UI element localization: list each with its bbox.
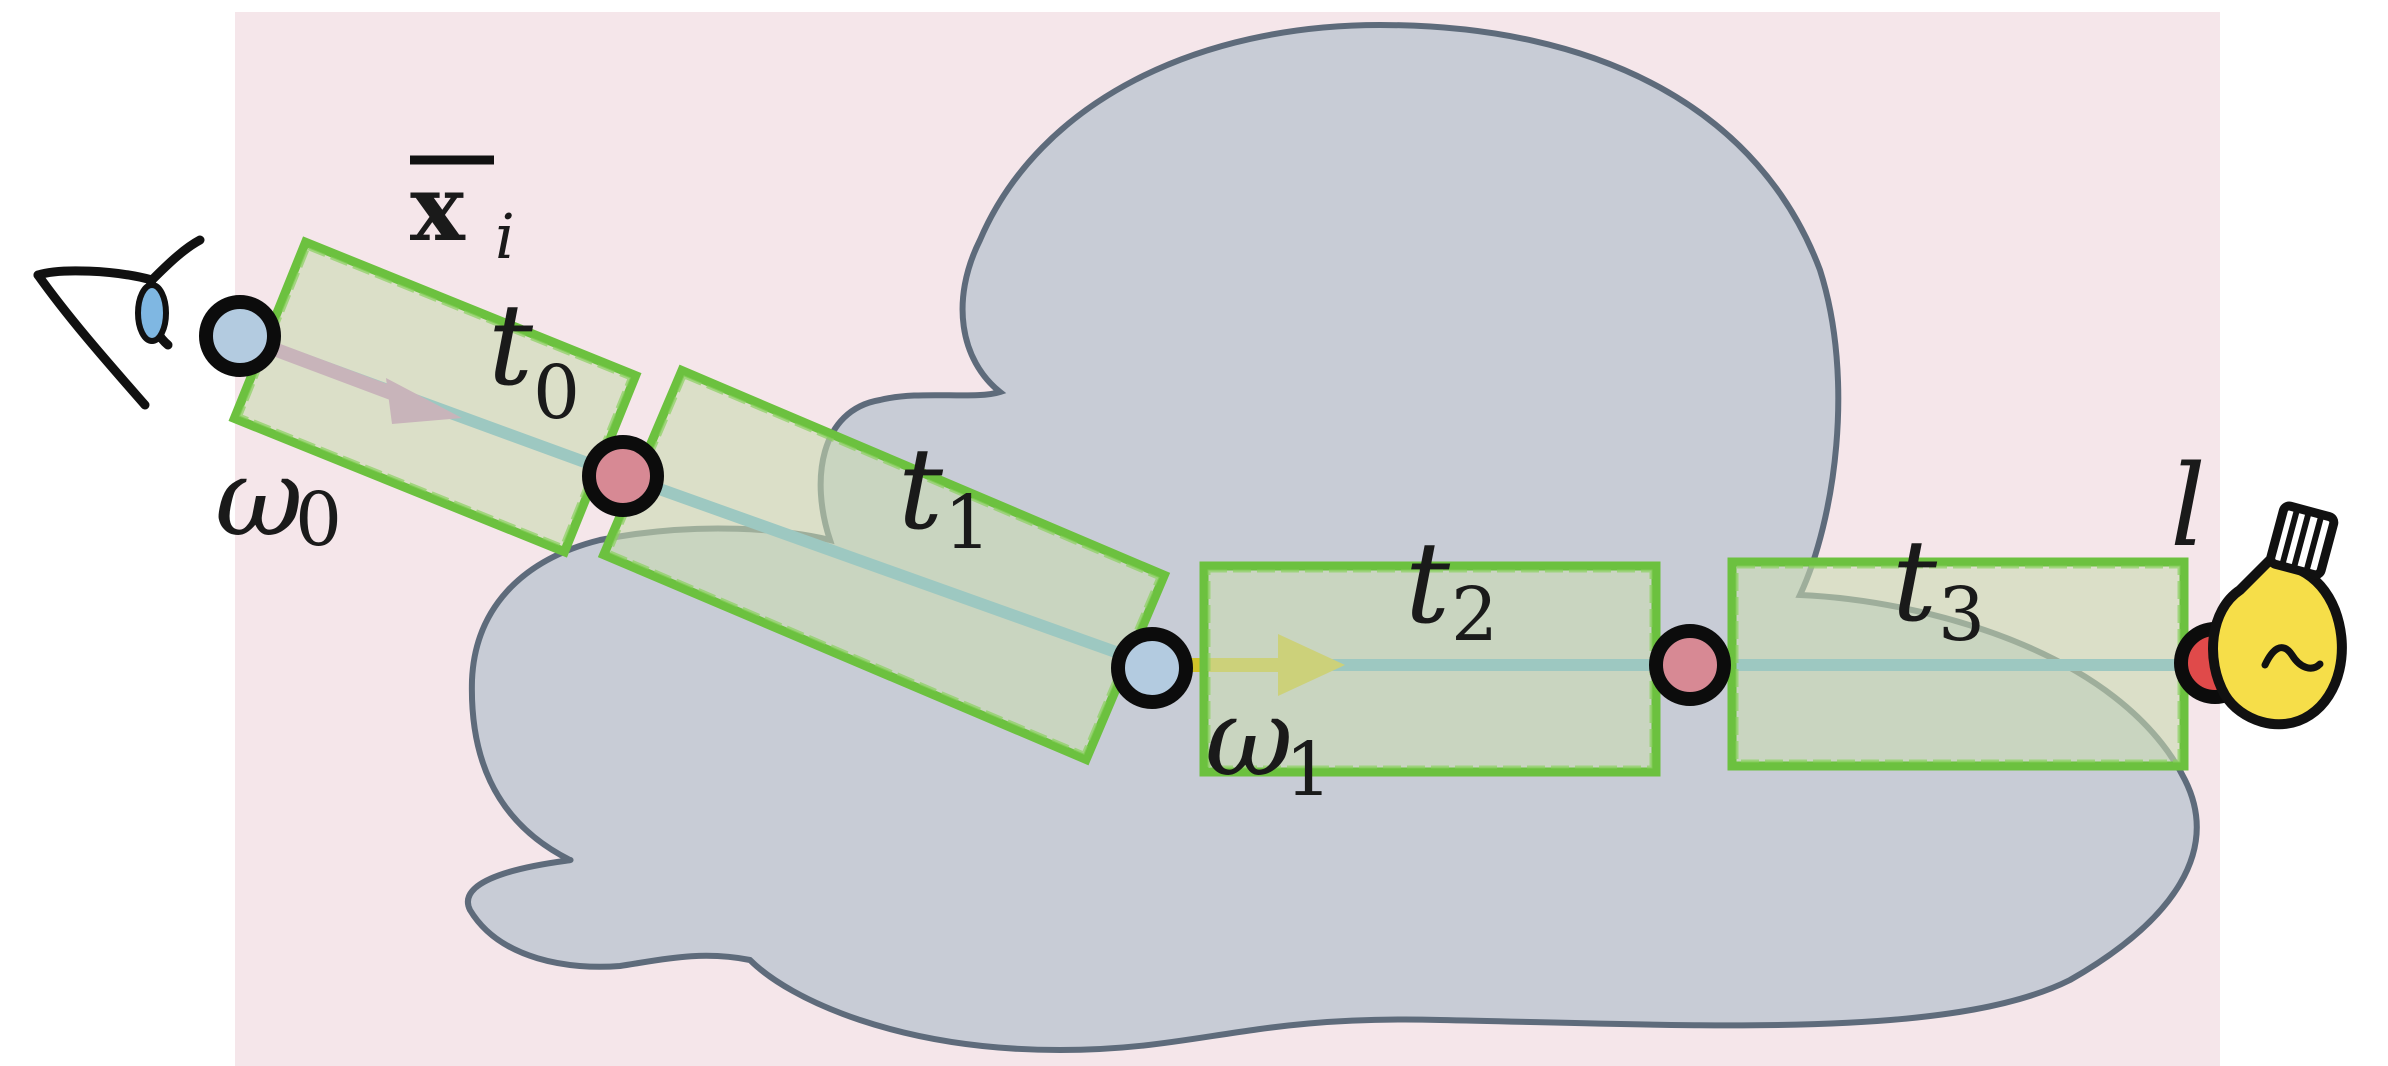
svg-text:t: t (488, 281, 534, 411)
svg-text:2: 2 (1451, 572, 1498, 658)
svg-text:t: t (1892, 517, 1938, 647)
mean-x-base: x (410, 154, 466, 262)
eye-icon (33, 235, 205, 410)
svg-text:0: 0 (295, 477, 342, 563)
label-light: l (2170, 442, 2206, 572)
vertex-camera (199, 295, 281, 377)
svg-text:ω: ω (215, 436, 303, 561)
svg-text:t: t (898, 425, 944, 555)
vertex-scatter-3 (1649, 624, 1731, 706)
svg-text:ω: ω (1205, 676, 1293, 801)
vertex-scatter-2 (1111, 627, 1193, 709)
label-w0: ω 0 (215, 436, 342, 563)
svg-text:1: 1 (944, 480, 991, 566)
label-w1: ω 1 (1205, 676, 1332, 813)
label-t2: t 2 (1405, 519, 1498, 658)
vertex-scatter-1 (582, 435, 664, 517)
svg-text:t: t (1405, 519, 1451, 649)
label-t1: t 1 (898, 425, 991, 566)
medium-cloud (464, 21, 2200, 1054)
svg-text:1: 1 (1285, 727, 1332, 813)
mean-x-sub: i (495, 200, 515, 273)
segment-box-t3 (1727, 557, 2189, 771)
svg-text:3: 3 (1938, 572, 1985, 658)
lightbulb-icon (2208, 501, 2347, 730)
svg-text:0: 0 (533, 350, 580, 436)
label-t0: t 0 (488, 281, 580, 436)
mean-point-label: x i (410, 154, 515, 273)
label-t3: t 3 (1892, 517, 1985, 658)
